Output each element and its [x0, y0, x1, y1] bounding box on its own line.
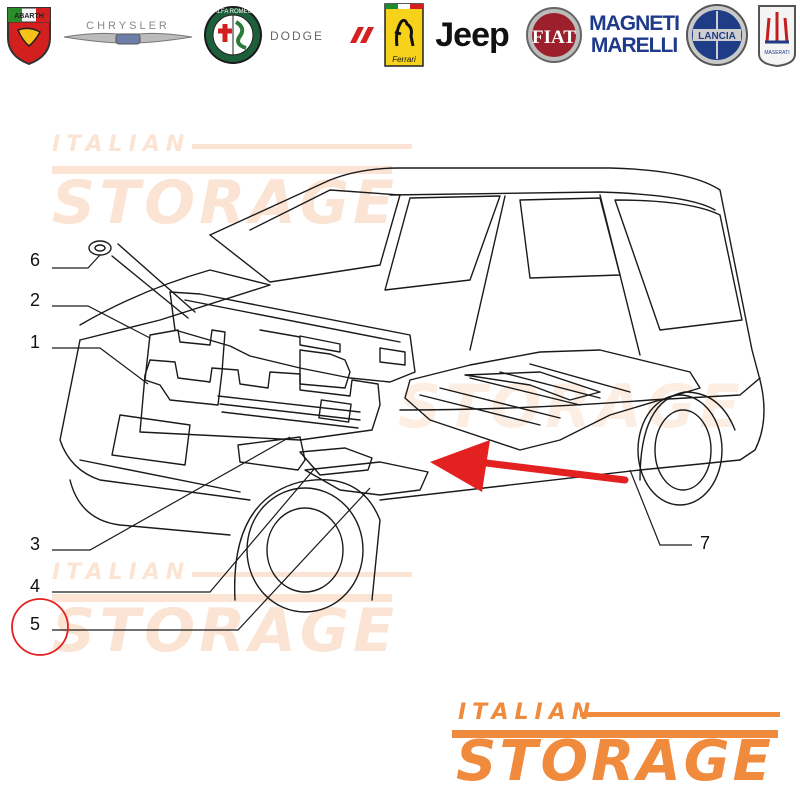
callout-4: 4	[30, 576, 41, 596]
italian-storage-logo: ITALIAN STORAGE	[448, 700, 788, 798]
car-roofline	[209, 167, 765, 461]
car-hood	[79, 269, 271, 341]
floor-tunnel	[464, 371, 601, 401]
marelli-text: MARELLI	[590, 34, 678, 57]
red-arrow	[430, 440, 629, 492]
leader-6	[52, 254, 101, 269]
fiat-text: FIAT	[532, 27, 576, 48]
car-sill	[379, 459, 741, 501]
jeep-text: Jeep	[435, 15, 509, 54]
floor-pan	[404, 349, 701, 451]
part-6-firewall-inner	[184, 299, 406, 366]
chrysler-text: CHRYSLER	[86, 20, 170, 32]
car-pillar	[469, 194, 641, 356]
car-side-window-front	[384, 195, 501, 291]
part-6-grommet	[88, 240, 112, 256]
front-wheel-outer	[246, 487, 364, 613]
ferrari-text: Ferrari	[392, 55, 416, 64]
car-side-window-rear	[519, 197, 621, 279]
part-4-pad	[299, 447, 373, 476]
part-1-panel	[139, 359, 381, 441]
front-wheel-inner	[266, 507, 344, 593]
part-2-panel-b	[299, 349, 351, 389]
abarth-logo: ABARTH	[0, 0, 58, 70]
leader-4	[52, 467, 316, 593]
car-side-window-third	[614, 199, 743, 331]
leader-7	[629, 469, 692, 546]
car-headlight	[111, 414, 191, 466]
callout-5: 5	[30, 614, 41, 634]
brand-bar: ABARTH CHRYSLER ALFA ROMEO DODGE	[0, 0, 800, 70]
part-5-pad	[304, 461, 429, 496]
logo-storage-text: STORAGE	[456, 729, 774, 794]
callout-5-highlight	[11, 598, 69, 656]
callout-7: 7	[700, 533, 711, 553]
rear-wheel-outer	[637, 394, 723, 506]
rear-wheel-inner	[654, 409, 712, 491]
part-6-grommet-hole	[94, 244, 106, 252]
leader-3	[52, 436, 291, 551]
leader-2	[52, 305, 151, 339]
maserati-text: MASERATI	[764, 50, 789, 56]
car-windshield	[209, 189, 401, 283]
grommet-leader	[111, 243, 196, 319]
magneti-text: MAGNETI	[589, 12, 680, 35]
part-1-lines	[217, 395, 361, 429]
callout-1: 1	[30, 332, 41, 352]
car-roof-inner	[389, 191, 716, 211]
callout-6: 6	[30, 250, 41, 270]
callout-2: 2	[30, 290, 41, 310]
part-3-pad	[237, 436, 306, 471]
logo-italian-text: ITALIAN	[458, 700, 597, 725]
lancia-logo: LANCIA	[684, 0, 750, 70]
jeep-logo: Jeep	[428, 0, 516, 70]
dodge-text: DODGE	[270, 29, 324, 43]
chrysler-logo: CHRYSLER	[62, 0, 194, 70]
maserati-logo: MASERATI	[754, 0, 800, 70]
part-2-panel	[144, 329, 226, 406]
alfa-romeo-text: ALFA ROMEO	[214, 9, 253, 15]
dodge-logo: DODGE	[268, 0, 374, 70]
fiat-logo: FIAT	[524, 0, 584, 70]
part-6-firewall	[169, 291, 416, 383]
car-rocker	[399, 377, 761, 411]
floor-pan-ribs	[419, 363, 631, 426]
leader-1	[52, 347, 149, 385]
abarth-text: ABARTH	[14, 13, 44, 20]
magneti-marelli-logo: MAGNETI MARELLI	[588, 0, 680, 70]
part-1-cutout	[318, 399, 352, 423]
front-wheel-arch	[233, 478, 381, 601]
lancia-text: LANCIA	[698, 31, 736, 42]
ferrari-logo: Ferrari	[382, 0, 426, 70]
callout-3: 3	[30, 534, 41, 554]
leader-5	[52, 487, 371, 631]
car-bumper	[69, 479, 231, 536]
alfa-romeo-logo: ALFA ROMEO	[200, 0, 266, 70]
car-front	[59, 339, 251, 501]
